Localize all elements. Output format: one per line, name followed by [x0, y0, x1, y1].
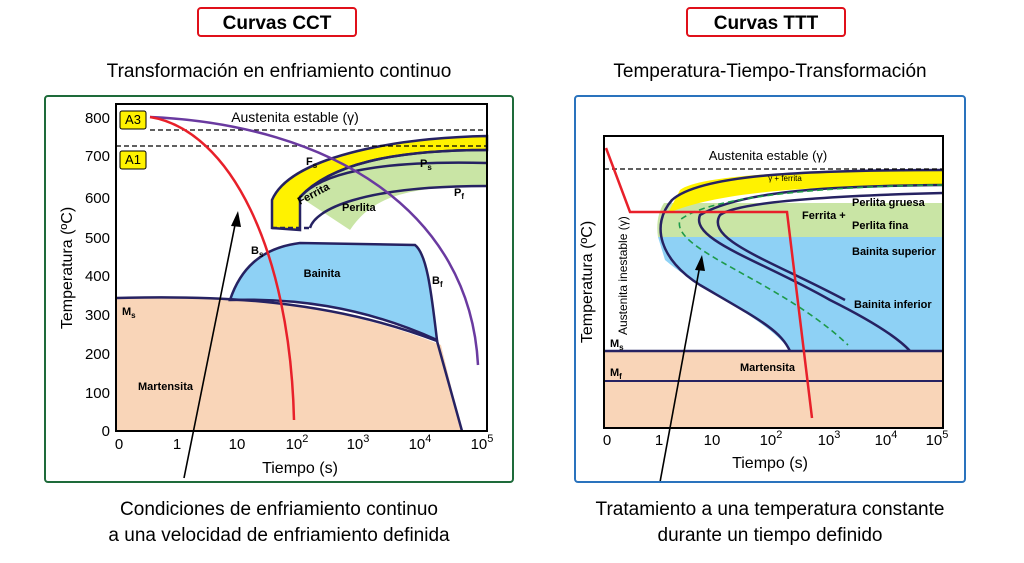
cct-a3-label: A3 [125, 112, 141, 127]
cct-perlite-region [300, 150, 487, 230]
ttt-upper-bainite-label: Bainita superior [852, 246, 936, 258]
ttt-gamma-ferrite-label: γ + ferrita [768, 174, 802, 183]
ttt-ms-label: Ms [610, 338, 624, 352]
ttt-mf-label: Mf [610, 367, 622, 381]
svg-text:10: 10 [704, 432, 721, 449]
cct-purple-cooling-curve [149, 115, 480, 366]
ttt-caption: Tratamiento a una temperatura constante … [595, 499, 945, 546]
svg-text:104: 104 [409, 433, 432, 453]
cct-fs-label: Fs [306, 156, 318, 170]
svg-text:700: 700 [85, 148, 110, 165]
ttt-treatment-path [604, 147, 814, 419]
ttt-x-ticks: 0 1 10 102 103 104 105 [603, 429, 949, 449]
cct-perlite-label: Perlita [342, 202, 377, 214]
cct-x-axis-label: Tiempo (s) [262, 460, 338, 477]
cct-red-cooling-curve [149, 115, 296, 421]
ttt-fine-perlite-label: Perlita fina [852, 220, 909, 232]
cct-bf-label: Bf [432, 275, 443, 289]
svg-text:1: 1 [173, 436, 181, 453]
ttt-ferrite-region [668, 170, 943, 213]
svg-text:100: 100 [85, 385, 110, 402]
cct-bs-label: Bs [251, 245, 264, 259]
svg-text:400: 400 [85, 268, 110, 285]
ttt-x-axis-label: Tiempo (s) [732, 455, 808, 472]
ttt-lower-bainite-label: Bainita inferior [854, 299, 932, 311]
ttt-diagram: 0 1 10 102 103 104 105 Tiempo (s) Temper… [579, 135, 949, 481]
ttt-ferrite-plus-label: Ferrita + [802, 210, 846, 222]
cct-bainite-region [228, 241, 439, 343]
ttt-pointer-arrow [659, 264, 701, 481]
cct-ps-label: Ps [420, 158, 432, 172]
ttt-bainite-finish-curve [716, 191, 944, 302]
cct-caption: Condiciones de enfriamiento continuo a u… [108, 499, 450, 546]
svg-text:0: 0 [102, 423, 110, 440]
svg-text:1: 1 [655, 432, 663, 449]
svg-text:103: 103 [818, 429, 841, 449]
ttt-plot-frame [603, 135, 944, 429]
ttt-mid-curve [678, 184, 944, 346]
cct-y-axis-label: Temperatura (ºC) [59, 207, 76, 329]
cct-ms-line [115, 296, 464, 432]
svg-text:600: 600 [85, 190, 110, 207]
svg-text:800: 800 [85, 110, 110, 127]
svg-text:102: 102 [760, 429, 783, 449]
cct-austenite-label: Austenita estable (γ) [231, 109, 359, 125]
svg-text:300: 300 [85, 307, 110, 324]
cct-pointer-arrow [183, 219, 237, 479]
ttt-austenite-label: Austenita estable (γ) [709, 148, 828, 163]
cct-ms-label: Ms [122, 306, 136, 320]
svg-text:102: 102 [286, 433, 309, 453]
cct-bainite-label: Bainita [304, 268, 342, 280]
svg-text:10: 10 [229, 436, 246, 453]
cct-plot-frame [115, 103, 488, 432]
ttt-coarse-perlite-label: Perlita gruesa [852, 197, 926, 209]
ttt-y-axis-label: Temperatura (ºC) [579, 221, 596, 343]
ttt-start-curve [659, 168, 944, 352]
svg-text:104: 104 [875, 429, 898, 449]
svg-text:103: 103 [347, 433, 370, 453]
ttt-unstable-austenite-label: Austenita inestable (γ) [616, 216, 630, 335]
cct-pf-line [308, 184, 488, 229]
svg-text:105: 105 [471, 433, 494, 453]
cct-y-ticks: 800 700 600 500 400 300 200 100 0 [85, 110, 110, 440]
ttt-subtitle: Temperatura-Tiempo-Transformación [613, 61, 927, 82]
cct-a1-label: A1 [125, 152, 141, 167]
cct-pf-label: Pf [454, 187, 464, 201]
ttt-title-badge: Curvas TTT [686, 7, 846, 37]
ttt-martensite-label: Martensita [740, 362, 796, 374]
cct-title-badge: Curvas CCT [197, 7, 357, 37]
ttt-martensite-region [604, 351, 943, 428]
cct-x-ticks: 0 1 10 102 103 104 105 [115, 433, 494, 453]
cct-martensite-label: Martensita [138, 381, 194, 393]
ttt-finish-curve [697, 183, 944, 352]
cct-subtitle: Transformación en enfriamiento continuo [106, 61, 452, 82]
svg-text:0: 0 [603, 432, 611, 449]
svg-text:105: 105 [926, 429, 949, 449]
svg-text:200: 200 [85, 346, 110, 363]
svg-text:500: 500 [85, 230, 110, 247]
cct-panel-frame [44, 95, 514, 483]
svg-text:0: 0 [115, 436, 123, 453]
cct-diagram: A3 A1 800 700 600 500 400 300 200 100 0 … [59, 103, 494, 479]
cct-martensite-region [116, 297, 462, 431]
ttt-panel-frame [574, 95, 966, 483]
